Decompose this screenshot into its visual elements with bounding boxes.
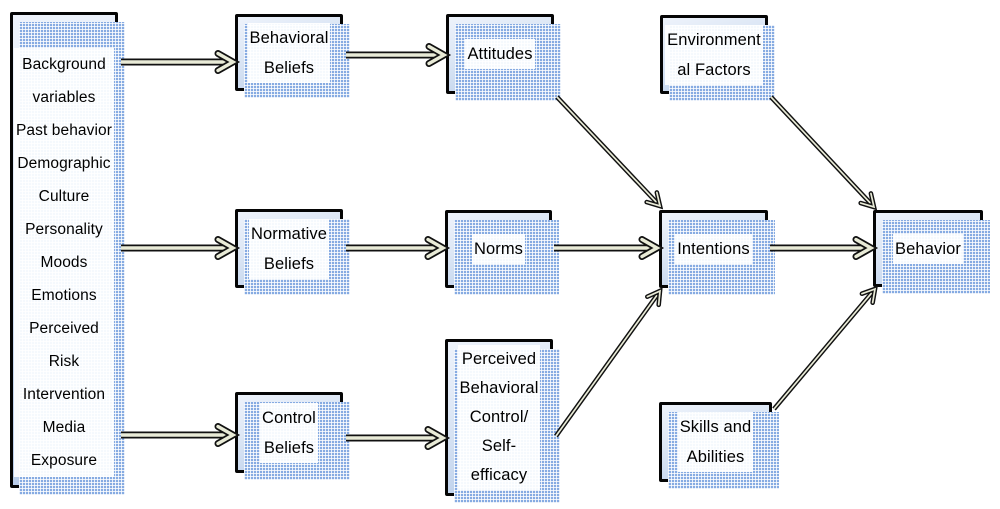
node-norms: Norms bbox=[445, 210, 559, 295]
node-skills-and-abilities-label: Skills and Abilities bbox=[677, 412, 754, 472]
node-behavior: Behavior bbox=[873, 210, 990, 294]
arrow-background-variables-to-normative-beliefs bbox=[121, 236, 241, 260]
node-background-variables-label: Background variables Past behavior Demog… bbox=[13, 48, 115, 477]
node-behavior-label: Behavior bbox=[893, 233, 963, 264]
node-environmental-factors: Environment al Factors bbox=[660, 15, 775, 101]
node-attitudes-label: Attitudes bbox=[465, 39, 535, 69]
arrow-background-variables-to-behavioral-beliefs bbox=[121, 50, 241, 74]
arrow-perceived-behavioral-control-to-intentions bbox=[554, 287, 663, 438]
arrow-normative-beliefs-to-norms bbox=[346, 236, 451, 260]
arrow-control-beliefs-to-perceived-behavioral-control bbox=[346, 426, 451, 450]
node-control-beliefs: Control Beliefs bbox=[235, 392, 350, 480]
arrow-background-variables-to-control-beliefs bbox=[121, 423, 241, 447]
node-environmental-factors-label: Environment al Factors bbox=[665, 24, 763, 85]
arrow-skills-and-abilities-to-behavior bbox=[772, 285, 878, 411]
node-background-variables: Background variables Past behavior Demog… bbox=[10, 12, 125, 495]
node-norms-label: Norms bbox=[471, 234, 526, 264]
node-perceived-behavioral-control-label: Perceived Behavioral Control/ Self- effi… bbox=[457, 345, 541, 490]
arrow-attitudes-to-intentions bbox=[555, 95, 664, 210]
node-normative-beliefs-label: Normative Beliefs bbox=[248, 218, 330, 279]
node-normative-beliefs: Normative Beliefs bbox=[235, 209, 350, 295]
node-behavioral-beliefs-label: Behavioral Beliefs bbox=[247, 22, 331, 83]
node-control-beliefs-label: Control Beliefs bbox=[260, 402, 318, 463]
node-intentions-label: Intentions bbox=[675, 234, 752, 264]
arrow-environmental-factors-to-behavior bbox=[769, 95, 878, 211]
node-attitudes: Attitudes bbox=[446, 14, 561, 101]
arrow-norms-to-intentions bbox=[554, 236, 665, 260]
node-intentions: Intentions bbox=[659, 210, 775, 295]
arrow-intentions-to-behavior bbox=[770, 236, 879, 260]
node-perceived-behavioral-control: Perceived Behavioral Control/ Self- effi… bbox=[445, 339, 560, 503]
node-behavioral-beliefs: Behavioral Beliefs bbox=[235, 14, 350, 98]
arrow-behavioral-beliefs-to-attitudes bbox=[346, 43, 452, 67]
node-skills-and-abilities: Skills and Abilities bbox=[659, 402, 779, 489]
